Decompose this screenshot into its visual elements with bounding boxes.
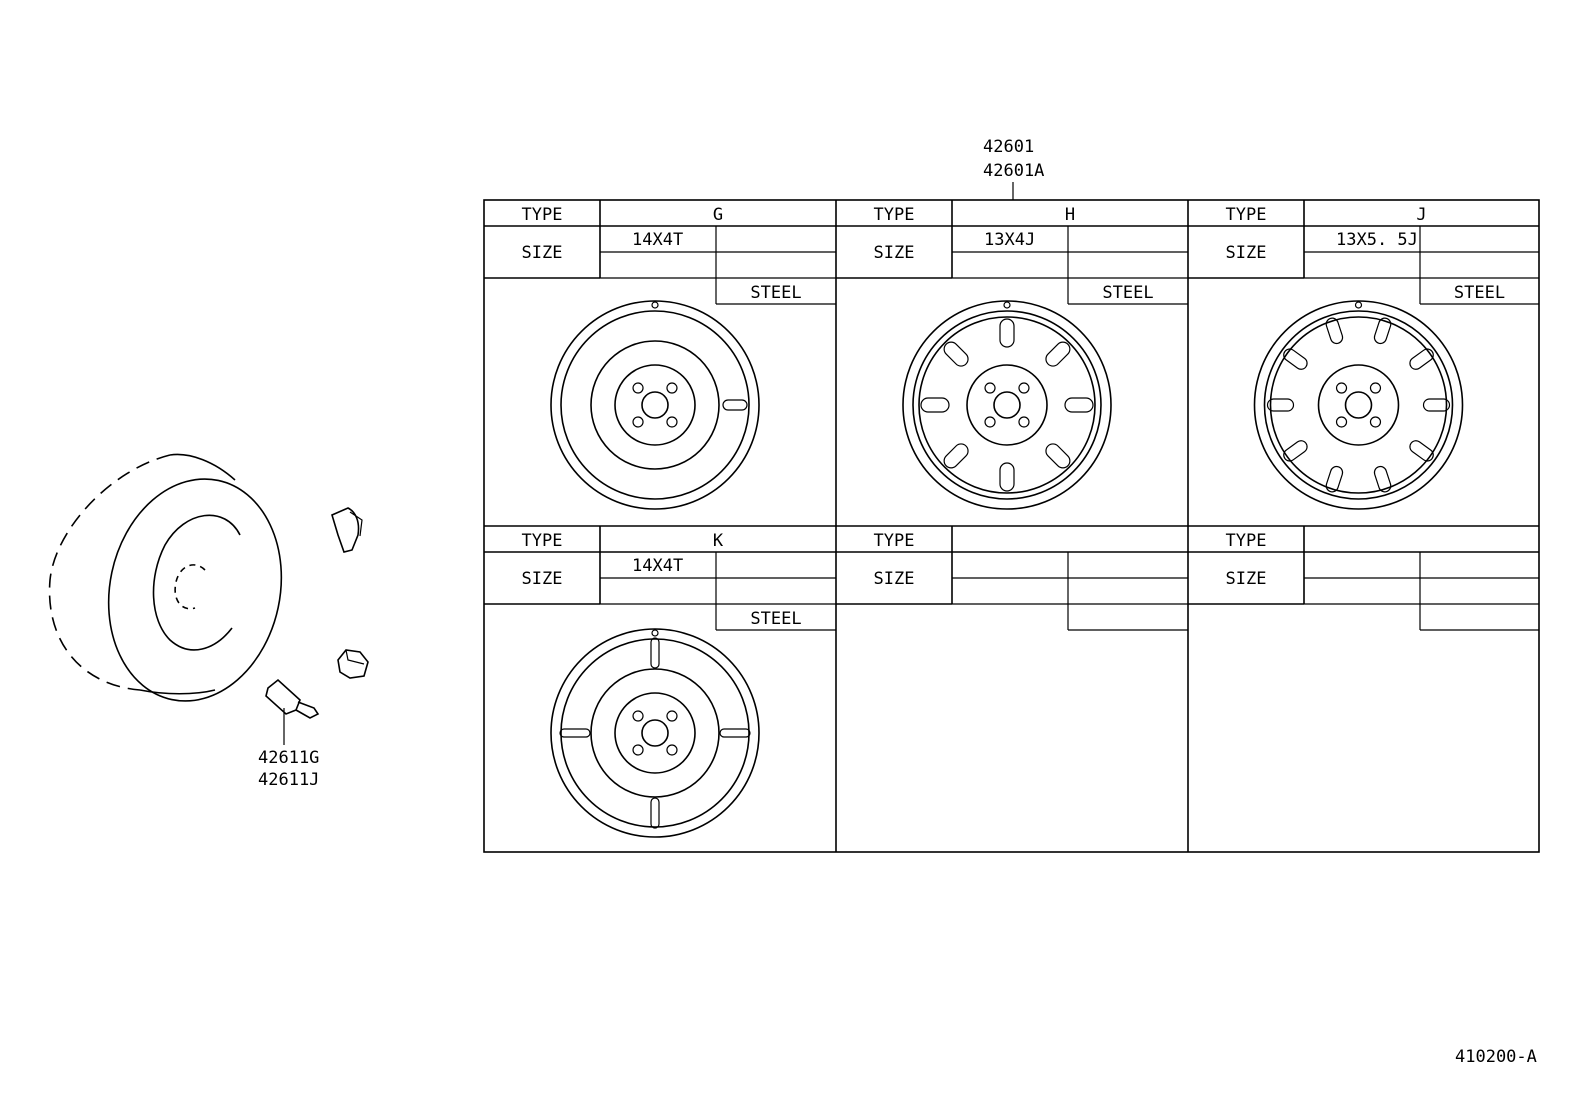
size-label: SIZE — [522, 569, 563, 589]
valve-cap-icon — [337, 649, 369, 679]
type-label: TYPE — [522, 531, 563, 551]
valve-part-number-2: 42611J — [258, 770, 319, 790]
size-value: 13X4J — [984, 230, 1035, 250]
wheel-g-icon — [550, 300, 760, 510]
size-value: 14X4T — [632, 230, 683, 250]
wheel-part-number-1: 42601 — [983, 137, 1034, 157]
wheel-k-icon — [550, 628, 760, 838]
size-label: SIZE — [874, 569, 915, 589]
material-value: STEEL — [1102, 283, 1153, 303]
type-value: G — [713, 205, 723, 225]
wheel-type-table — [483, 199, 1540, 853]
type-label: TYPE — [874, 531, 915, 551]
material-value: STEEL — [750, 283, 801, 303]
size-value: 13X5. 5J — [1336, 230, 1418, 250]
wheel-part-number-2: 42601A — [983, 161, 1044, 181]
type-value: K — [713, 531, 724, 551]
size-value: 14X4T — [632, 556, 683, 576]
valve-stem-icon — [265, 678, 320, 745]
diagram-code: 410200-A — [1455, 1047, 1537, 1067]
type-label: TYPE — [522, 205, 563, 225]
size-label: SIZE — [874, 243, 915, 263]
type-value: J — [1416, 205, 1426, 225]
wheel-assembly-icon — [48, 453, 283, 702]
type-label: TYPE — [1226, 531, 1267, 551]
size-label: SIZE — [1226, 569, 1267, 589]
type-label: TYPE — [874, 205, 915, 225]
size-label: SIZE — [1226, 243, 1267, 263]
balance-weight-icon — [331, 507, 363, 553]
type-value: H — [1065, 205, 1075, 225]
material-value: STEEL — [1454, 283, 1505, 303]
valve-part-number-1: 42611G — [258, 748, 319, 768]
wheel-h-icon — [902, 300, 1112, 510]
material-value: STEEL — [750, 609, 801, 629]
size-label: SIZE — [522, 243, 563, 263]
type-label: TYPE — [1226, 205, 1267, 225]
wheel-j-icon — [1253, 300, 1464, 510]
